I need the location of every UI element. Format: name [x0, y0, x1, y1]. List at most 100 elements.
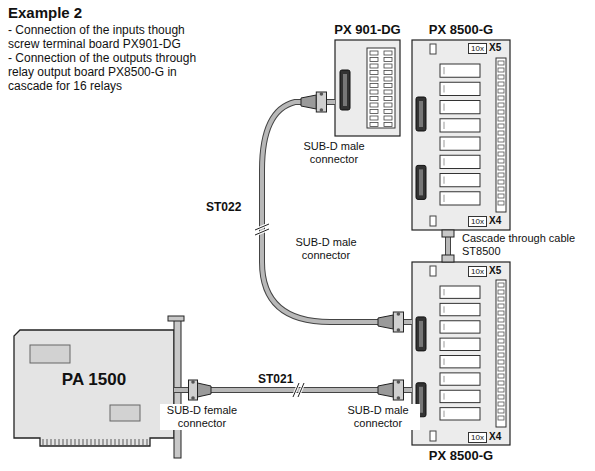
cable-outline: [262, 102, 412, 322]
terminal: [370, 90, 378, 94]
chip: [110, 405, 140, 421]
plug-screw: [397, 380, 401, 384]
terminal: [384, 90, 392, 94]
plug-hood: [378, 383, 393, 397]
card-finger: [146, 439, 148, 445]
terminal: [498, 194, 504, 198]
relay: [440, 408, 480, 420]
heading: Example 2: [8, 4, 213, 22]
card-finger: [142, 439, 144, 445]
relay: [440, 119, 480, 132]
terminal: [498, 201, 504, 205]
card-finger: [46, 439, 48, 445]
subd-socket: [340, 70, 350, 110]
connector-label: SUB-D male connector: [292, 140, 376, 166]
connector-label: SUB-D male connector: [284, 236, 368, 262]
terminal: [498, 68, 504, 72]
terminal: [498, 187, 504, 191]
card-finger: [118, 439, 120, 445]
cable-label: Cascade through cable ST8500: [462, 232, 590, 258]
card-finger: [50, 439, 52, 445]
plug-shell: [393, 380, 403, 400]
subd-socket: [416, 317, 426, 351]
terminal: [498, 409, 504, 413]
plug-screw: [320, 92, 324, 96]
terminal: [498, 131, 504, 135]
connector-id: X5: [489, 42, 501, 53]
terminal: [498, 61, 504, 65]
terminal: [498, 180, 504, 184]
card-finger: [138, 439, 140, 445]
terminal: [498, 332, 504, 336]
terminal: [498, 318, 504, 322]
node-box: PA 1500: [14, 330, 174, 438]
card-finger: [86, 439, 88, 445]
plug-shell: [189, 380, 198, 400]
note-text: - Connection of the inputs though screw …: [8, 23, 213, 51]
relay: [440, 82, 480, 95]
card-finger: [94, 439, 96, 445]
terminal-strip: [496, 280, 506, 427]
relay: [440, 155, 480, 168]
terminal: [498, 110, 504, 114]
terminal: [384, 77, 392, 81]
terminal: [498, 374, 504, 378]
terminal-strip: [496, 58, 506, 212]
terminal: [498, 360, 504, 364]
terminal: [370, 84, 378, 88]
subd-socket: [416, 97, 426, 131]
header-label: 10x: [468, 216, 487, 227]
relay-detail: [444, 411, 445, 417]
note-text: - Connection of the outputs through rela…: [8, 51, 213, 93]
terminal: [498, 325, 504, 329]
relay-detail: [444, 195, 445, 202]
card-finger: [78, 439, 80, 445]
relay-board: [412, 262, 510, 445]
relay: [440, 101, 480, 114]
terminal: [384, 116, 392, 120]
terminal: [498, 152, 504, 156]
terminal: [498, 346, 504, 350]
card-finger: [82, 439, 84, 445]
terminal: [498, 395, 504, 399]
board-name: PX 8500-G: [402, 22, 520, 38]
connector-id: X4: [489, 431, 501, 442]
relay: [440, 137, 480, 150]
terminal: [370, 103, 378, 107]
relay-detail: [444, 177, 445, 184]
break-gap: [255, 224, 269, 235]
node-box: PX 8500-G: [412, 40, 510, 230]
terminal: [498, 297, 504, 301]
card-finger: [70, 439, 72, 445]
text-column: Example 2- Connection of the inputs thou…: [8, 4, 213, 93]
card-finger: [90, 439, 92, 445]
break-mark: [293, 383, 304, 397]
relay: [440, 321, 480, 333]
chip: [30, 345, 70, 363]
terminal: [370, 77, 378, 81]
card-finger: [122, 439, 124, 445]
break-gap: [293, 383, 304, 397]
ribbon-plug: [442, 255, 454, 262]
subd-pins: [419, 321, 423, 347]
break-mark: [255, 224, 269, 235]
node-box: PX 8500-G: [412, 262, 510, 445]
relay-detail: [444, 393, 445, 399]
relay-detail: [444, 67, 445, 74]
plug-screw: [397, 312, 401, 316]
terminal: [498, 402, 504, 406]
card-finger: [54, 439, 56, 445]
terminal: [498, 353, 504, 357]
terminal-strip: [367, 48, 395, 128]
plug-screw: [397, 328, 401, 332]
relay: [440, 192, 480, 205]
header-label: 10x: [468, 266, 487, 277]
terminal: [384, 103, 392, 107]
header-pin: [430, 431, 436, 441]
terminal: [498, 381, 504, 385]
terminal: [498, 145, 504, 149]
terminal: [384, 58, 392, 62]
relay-detail: [444, 359, 445, 365]
card-finger: [106, 439, 108, 445]
